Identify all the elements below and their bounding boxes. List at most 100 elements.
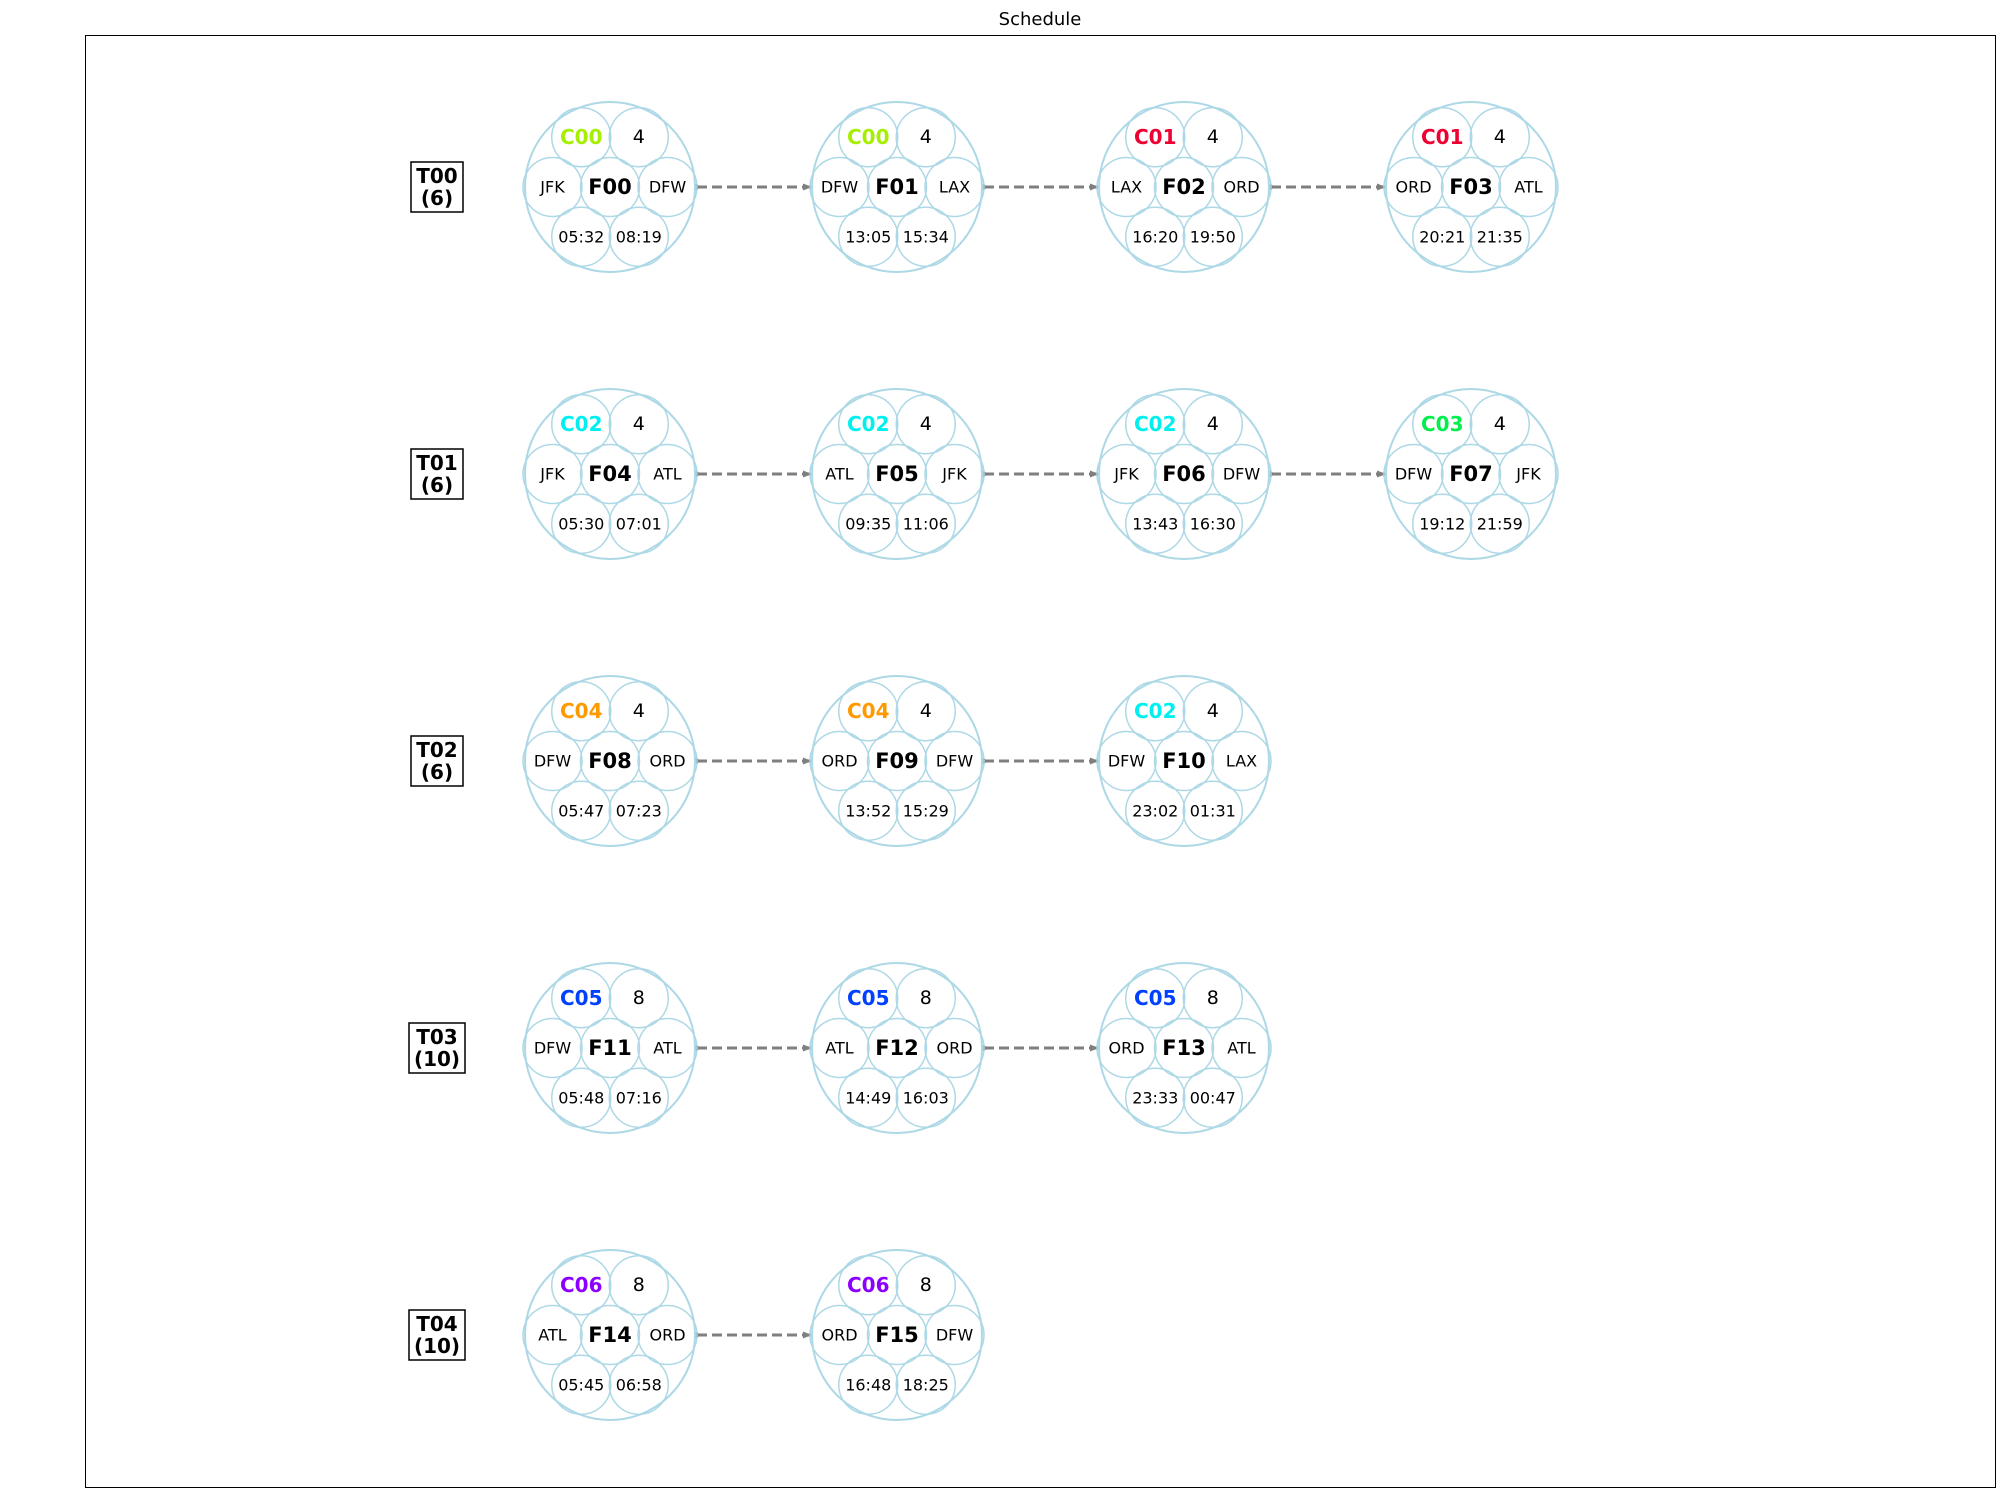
crew-label: C02 xyxy=(1134,412,1177,436)
tail-label: T01(6) xyxy=(416,451,457,497)
departure-time: 14:49 xyxy=(845,1088,891,1107)
flight-inner-ring xyxy=(895,493,956,555)
crew-label: C06 xyxy=(560,1273,603,1297)
departure-time: 05:30 xyxy=(558,514,604,533)
plot-frame xyxy=(85,35,1996,1488)
flight-inner-ring xyxy=(895,1354,956,1416)
flight-inner-ring xyxy=(924,730,985,792)
flight-inner-ring xyxy=(551,393,612,455)
flight-id: F08 xyxy=(588,749,632,773)
origin-airport: JFK xyxy=(1113,465,1139,484)
arrival-time: 15:29 xyxy=(903,801,949,820)
destination-airport: JFK xyxy=(1515,465,1541,484)
origin-airport: ORD xyxy=(821,1326,857,1345)
tail-label-box: T02(6) xyxy=(410,735,464,787)
flight-inner-ring xyxy=(1182,106,1243,168)
destination-airport: ATL xyxy=(653,1039,681,1058)
origin-airport: ORD xyxy=(821,752,857,771)
flight-outer-ring xyxy=(524,1249,696,1421)
crew-label: C03 xyxy=(1421,412,1464,436)
origin-airport: DFW xyxy=(534,1039,572,1058)
arrival-time: 00:47 xyxy=(1190,1088,1236,1107)
flight-inner-ring xyxy=(866,730,928,792)
flight-inner-ring xyxy=(838,206,899,268)
capacity-label: 4 xyxy=(1494,126,1506,148)
flight-id: F04 xyxy=(588,462,632,486)
origin-airport: DFW xyxy=(1108,752,1146,771)
departure-time: 16:48 xyxy=(845,1375,891,1394)
flight-outer-ring xyxy=(524,962,696,1134)
flight-inner-ring xyxy=(1182,1067,1243,1129)
flight-inner-ring xyxy=(1182,206,1243,268)
flight-inner-ring xyxy=(608,493,669,555)
connection-arrow xyxy=(980,183,1099,191)
flight-inner-ring xyxy=(522,1304,583,1366)
flight-id: F14 xyxy=(588,1323,632,1347)
flight-inner-ring xyxy=(1153,1017,1215,1079)
flight-outer-ring xyxy=(1098,388,1270,560)
flight-inner-ring xyxy=(838,393,899,455)
flight-inner-ring xyxy=(1125,680,1186,742)
chart-title: Schedule xyxy=(998,9,1082,30)
connection-arrow xyxy=(980,1044,1099,1052)
flight-inner-ring xyxy=(579,1304,641,1366)
flight-outer-ring xyxy=(811,101,983,273)
flight-inner-ring xyxy=(895,206,956,268)
capacity-label: 4 xyxy=(1207,700,1219,722)
departure-time: 09:35 xyxy=(845,514,891,533)
flight-inner-ring xyxy=(1125,206,1186,268)
flight-inner-ring xyxy=(608,680,669,742)
flight-inner-ring xyxy=(1412,493,1473,555)
destination-airport: LAX xyxy=(939,178,970,197)
connection-arrow xyxy=(693,757,812,765)
flight-inner-ring xyxy=(551,680,612,742)
flight-id: F11 xyxy=(588,1036,632,1060)
crew-label: C05 xyxy=(1134,986,1177,1010)
flight-inner-ring xyxy=(895,393,956,455)
departure-time: 05:45 xyxy=(558,1375,604,1394)
flight-inner-ring xyxy=(608,780,669,842)
tail-label-border xyxy=(410,735,464,787)
flight-outer-ring xyxy=(811,962,983,1134)
destination-airport: ATL xyxy=(653,465,681,484)
flight-inner-ring xyxy=(866,1304,928,1366)
crew-label: C00 xyxy=(847,125,890,149)
flight-inner-ring xyxy=(551,206,612,268)
departure-time: 13:05 xyxy=(845,227,891,246)
flight-outer-ring xyxy=(1098,962,1270,1134)
flight-inner-ring xyxy=(608,393,669,455)
connection-arrow xyxy=(1267,183,1386,191)
flight-inner-ring xyxy=(579,730,641,792)
flight-inner-ring xyxy=(608,206,669,268)
flight-inner-ring xyxy=(1211,156,1272,218)
flight-inner-ring xyxy=(1440,156,1502,218)
flight-inner-ring xyxy=(1182,680,1243,742)
flight-inner-ring xyxy=(551,1254,612,1316)
departure-time: 23:02 xyxy=(1132,801,1178,820)
capacity-label: 8 xyxy=(633,987,645,1009)
origin-airport: LAX xyxy=(1111,178,1142,197)
flight-inner-ring xyxy=(637,1017,698,1079)
departure-time: 13:52 xyxy=(845,801,891,820)
flight-inner-ring xyxy=(1125,967,1186,1029)
capacity-label: 4 xyxy=(920,413,932,435)
flight-inner-ring xyxy=(895,780,956,842)
flight-outer-ring xyxy=(1098,101,1270,273)
flight-inner-ring xyxy=(637,156,698,218)
origin-airport: ORD xyxy=(1395,178,1431,197)
capacity-label: 4 xyxy=(633,700,645,722)
flight-inner-ring xyxy=(838,780,899,842)
capacity-label: 8 xyxy=(1207,987,1219,1009)
crew-label: C06 xyxy=(847,1273,890,1297)
flight-inner-ring xyxy=(551,1067,612,1129)
